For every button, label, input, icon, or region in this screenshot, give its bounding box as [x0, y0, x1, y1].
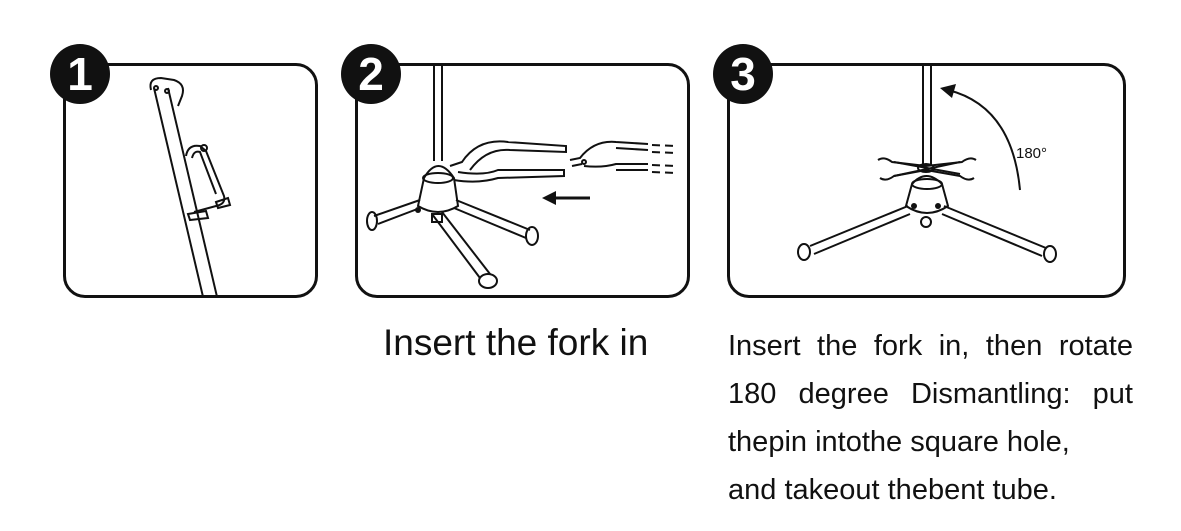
step-3-panel: 180°	[727, 63, 1126, 298]
rotation-arrow-head	[940, 84, 956, 98]
step-3-caption-line-2: 180 degree Dismantling: put	[728, 378, 1133, 410]
step-3-badge: 3	[713, 44, 773, 104]
rotation-angle-label: 180°	[1016, 145, 1047, 162]
step-1-badge: 1	[50, 44, 110, 104]
step-2-caption: Insert the fork in	[383, 322, 649, 363]
folded-stand-illustration	[149, 76, 232, 295]
step-3-caption-line-4: and takeout thebent tube.	[728, 474, 1057, 506]
insert-direction-arrow	[542, 191, 590, 205]
step-2-panel	[355, 63, 690, 298]
step-2-badge: 2	[341, 44, 401, 104]
rotate-fork-illustration: 180°	[797, 66, 1057, 263]
step-3-caption: Insert the fork in, then rotate 180 degr…	[728, 322, 1133, 514]
step-3-caption-line-3: thepin intothe square hole,	[728, 426, 1070, 458]
step-3-caption-line-1: Insert the fork in, then rotate	[728, 330, 1133, 362]
insert-fork-illustration	[366, 66, 677, 289]
step-1-panel	[63, 63, 318, 298]
